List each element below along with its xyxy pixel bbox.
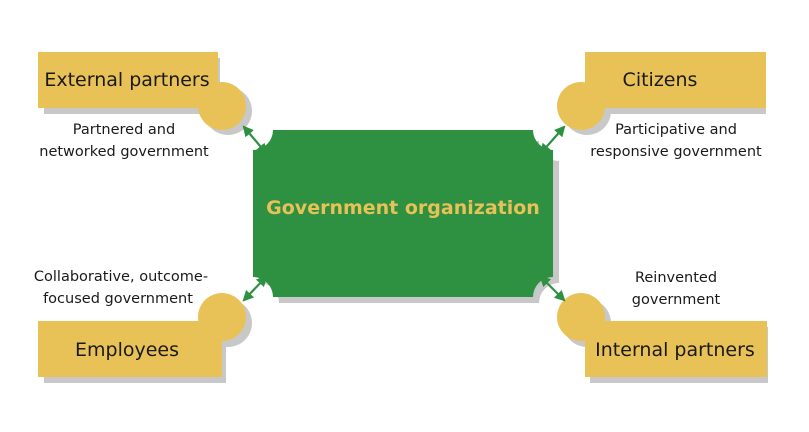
- external-partners-desc-line1: Partnered and: [73, 122, 175, 138]
- center-box: [253, 130, 553, 297]
- external-partners-label: External partners: [44, 69, 209, 91]
- external-partners-desc-line2: networked government: [39, 144, 209, 160]
- arrow-internal-partners: [539, 275, 566, 302]
- arrow-external-partners: [242, 125, 268, 155]
- arrow-employees: [242, 275, 268, 302]
- citizens-knob: [557, 82, 605, 130]
- node-external-partners: External partners Partnered and networke…: [38, 52, 252, 160]
- employees-knob: [198, 293, 246, 341]
- center-node: Government organization: [253, 130, 559, 303]
- employees-desc-line1: Collaborative, outcome-: [34, 269, 208, 285]
- internal-partners-desc-line1: Reinvented: [635, 270, 717, 286]
- node-employees: Employees Collaborative, outcome- focuse…: [34, 269, 252, 383]
- center-label: Government organization: [266, 197, 540, 219]
- citizens-box: [585, 52, 766, 108]
- arrow-citizens: [539, 125, 566, 155]
- internal-partners-desc-line2: government: [632, 292, 721, 308]
- citizens-desc-line1: Participative and: [615, 122, 737, 138]
- external-partners-box: [38, 52, 218, 108]
- node-internal-partners: Internal partners Reinvented government: [557, 270, 768, 383]
- internal-partners-knob: [557, 293, 605, 341]
- internal-partners-box: [585, 321, 767, 377]
- internal-partners-label: Internal partners: [595, 339, 755, 361]
- citizens-label: Citizens: [623, 69, 698, 91]
- employees-label: Employees: [75, 339, 179, 361]
- employees-box: [38, 321, 222, 377]
- external-partners-knob: [198, 82, 246, 130]
- employees-desc-line2: focused government: [43, 291, 193, 307]
- citizens-desc-line2: responsive government: [590, 144, 762, 160]
- node-citizens: Citizens Participative and responsive go…: [557, 52, 766, 160]
